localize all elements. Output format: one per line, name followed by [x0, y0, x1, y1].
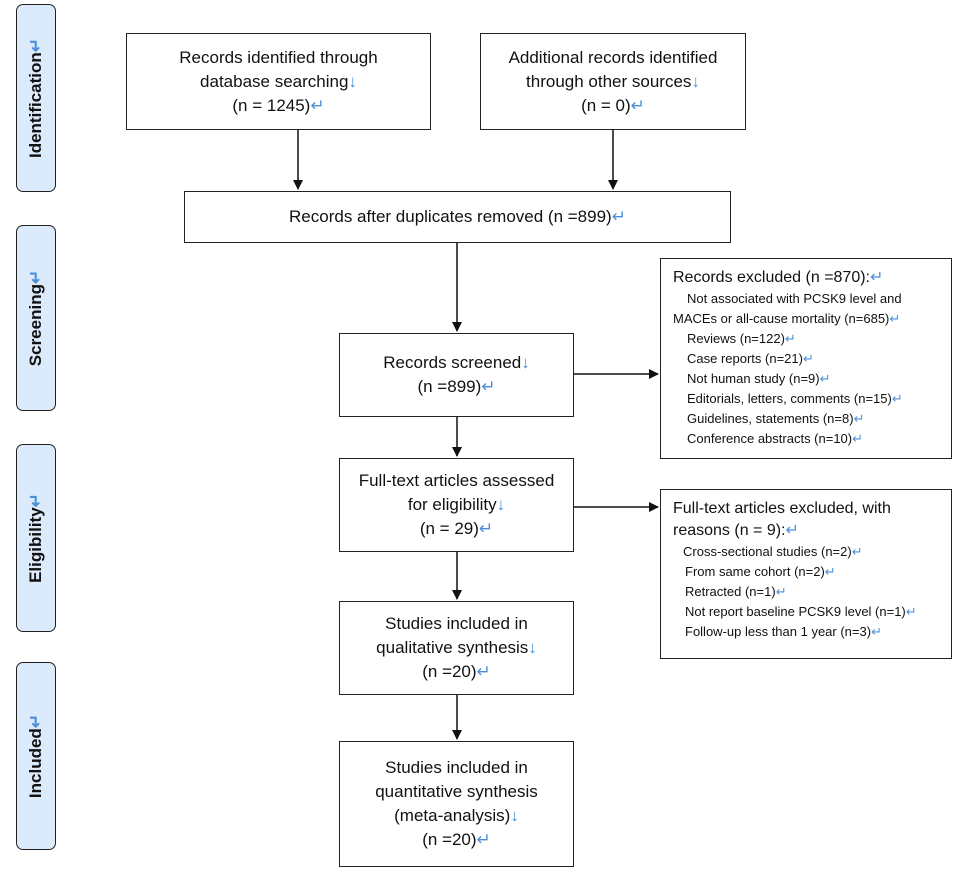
box-line: Additional records identified — [508, 47, 718, 67]
stage-included: Included↵ — [16, 662, 56, 850]
fulltext-excluded-item: Cross-sectional studies (n=2) — [683, 544, 852, 559]
excluded-item: Not associated with PCSK9 level and — [687, 291, 902, 306]
box-count: (n =20) — [422, 830, 477, 849]
down-mark: ↓ — [691, 71, 700, 91]
box-line: Full-text articles assessed — [358, 471, 555, 490]
stage-identification: Identification↵ — [16, 4, 56, 192]
return-mark: ↵ — [476, 662, 491, 681]
return-mark: ↵ — [481, 377, 496, 396]
return-mark: ↵ — [476, 830, 491, 849]
stage-screening-label: Screening — [26, 284, 45, 367]
qualitative-synthesis-box: Studies included in qualitative synthesi… — [339, 601, 574, 695]
return-mark: ↵ — [871, 624, 882, 639]
return-mark: ↵ — [611, 207, 626, 226]
return-mark: ↵ — [630, 95, 645, 115]
return-mark: ↵ — [851, 544, 863, 559]
return-mark: ↵ — [478, 519, 494, 538]
fulltext-excluded-title-line: reasons (n = 9): — [673, 522, 786, 539]
stage-identification-label: Identification — [26, 52, 45, 159]
box-line: Studies included in — [385, 614, 528, 633]
duplicates-removed-box: Records after duplicates removed (n =899… — [184, 191, 731, 243]
excluded-item: MACEs or all-cause mortality (n=685) — [673, 311, 890, 326]
return-mark: ↵ — [26, 269, 45, 285]
down-mark: ↓ — [348, 71, 357, 91]
return-mark: ↵ — [870, 269, 884, 286]
excluded-item: Conference abstracts (n=10) — [687, 431, 853, 446]
stage-included-label: Included — [26, 728, 45, 799]
fulltext-assessed-box: Full-text articles assessed for eligibil… — [339, 458, 574, 552]
fulltext-excluded-item: Not report baseline PCSK9 level (n=1) — [685, 604, 906, 619]
return-mark: ↵ — [905, 604, 917, 619]
return-mark: ↵ — [26, 37, 45, 53]
down-mark: ↓ — [528, 638, 537, 657]
return-mark: ↵ — [785, 522, 799, 539]
down-mark: ↓ — [496, 495, 506, 514]
box-line: Records after duplicates removed (n =899… — [289, 207, 612, 226]
records-screened-box: Records screened↓ (n =899)↵ — [339, 333, 574, 417]
fulltext-excluded-box: Full-text articles excluded, with reason… — [660, 489, 952, 659]
return-mark: ↵ — [819, 371, 831, 386]
box-count: (n = 29) — [419, 519, 479, 538]
return-mark: ↵ — [802, 351, 814, 366]
down-mark: ↓ — [510, 806, 519, 825]
box-line: qualitative synthesis — [376, 638, 529, 657]
excluded-title: Records excluded (n =870): — [673, 269, 870, 286]
fulltext-excluded-item: From same cohort (n=2) — [685, 564, 825, 579]
return-mark: ↵ — [775, 584, 787, 599]
return-mark: ↵ — [310, 95, 325, 115]
box-line: through other sources — [526, 71, 692, 91]
box-line: Records identified through — [179, 47, 378, 67]
excluded-item: Reviews (n=122) — [687, 331, 785, 346]
box-count: (n =20) — [422, 662, 477, 681]
box-line: quantitative synthesis — [375, 782, 538, 801]
excluded-item: Guidelines, statements (n=8) — [687, 411, 854, 426]
box-line: (meta-analysis) — [394, 806, 511, 825]
stage-screening: Screening↵ — [16, 225, 56, 411]
box-line: Records screened — [383, 353, 522, 372]
box-count: (n =899) — [417, 377, 482, 396]
box-count: (n = 1245) — [232, 95, 311, 115]
records-identified-database-box: Records identified through database sear… — [126, 33, 431, 130]
fulltext-excluded-title-line: Full-text articles excluded, with — [673, 500, 891, 517]
return-mark: ↵ — [889, 311, 901, 326]
down-mark: ↓ — [521, 353, 530, 372]
excluded-item: Editorials, letters, comments (n=15) — [687, 391, 892, 406]
records-excluded-box: Records excluded (n =870):↵ Not associat… — [660, 258, 952, 459]
quantitative-synthesis-box: Studies included in quantitative synthes… — [339, 741, 574, 867]
return-mark: ↵ — [891, 391, 903, 406]
return-mark: ↵ — [824, 564, 836, 579]
fulltext-excluded-item: Follow-up less than 1 year (n=3) — [685, 624, 872, 639]
box-line: Studies included in — [385, 758, 528, 777]
fulltext-excluded-item: Retracted (n=1) — [685, 584, 776, 599]
additional-records-box: Additional records identified through ot… — [480, 33, 746, 130]
excluded-item: Not human study (n=9) — [687, 371, 820, 386]
stage-eligibility: Eligibility↵ — [16, 444, 56, 632]
return-mark: ↵ — [784, 331, 796, 346]
box-count: (n = 0) — [581, 95, 631, 115]
box-line: database searching — [200, 71, 349, 91]
return-mark: ↵ — [853, 411, 865, 426]
return-mark: ↵ — [26, 713, 45, 729]
stage-eligibility-label: Eligibility — [26, 507, 45, 583]
box-line: for eligibility — [407, 495, 497, 514]
return-mark: ↵ — [852, 431, 864, 446]
return-mark: ↵ — [26, 493, 45, 508]
excluded-item: Case reports (n=21) — [687, 351, 803, 366]
